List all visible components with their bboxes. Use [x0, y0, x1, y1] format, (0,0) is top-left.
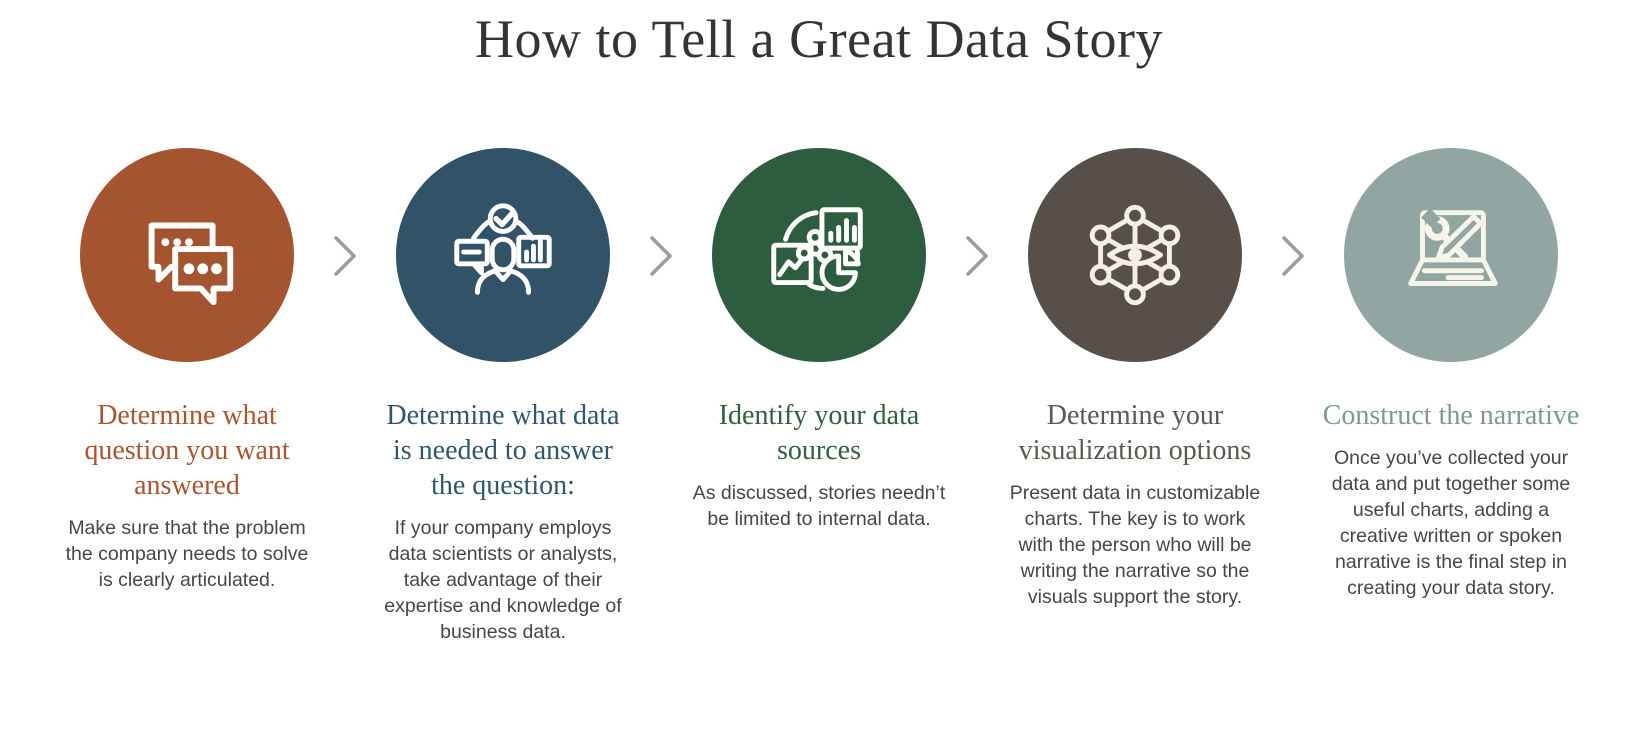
chevron-right-icon: [1264, 234, 1322, 278]
step-circle: [712, 147, 926, 362]
page-title: How to Tell a Great Data Story: [474, 9, 1164, 69]
steps-row: Determine what question you want answere…: [0, 147, 1638, 646]
analyst-choices-icon: [454, 202, 552, 295]
chat-bubbles-icon: [148, 222, 234, 305]
step-heading: Determine your visualization options: [1018, 399, 1252, 466]
step-description: Present data in customizable charts. The…: [1009, 481, 1261, 609]
chevron-right-icon: [316, 234, 374, 278]
step-description: Once you’ve collected your data and put …: [1331, 446, 1571, 600]
step-identify-sources: Identify your data sources As discussed,…: [690, 147, 948, 532]
chevron-right-icon: [632, 234, 690, 278]
step-construct-narrative: Construct the narrative Once you’ve coll…: [1322, 147, 1580, 602]
step-circle: [1028, 147, 1242, 362]
step-determine-question: Determine what question you want answere…: [58, 147, 316, 593]
step-heading: Identify your data sources: [718, 399, 920, 466]
network-eye-icon: [1089, 204, 1181, 305]
data-sources-icon: [771, 206, 863, 292]
laptop-tools-icon: [1408, 207, 1498, 286]
step-circle: [1344, 147, 1558, 362]
step-heading: Construct the narrative: [1322, 399, 1580, 431]
step-heading: Determine what question you want answere…: [84, 399, 290, 501]
step-description: If your company employs data scientists …: [384, 516, 622, 644]
step-description: As discussed, stories needn’t be limited…: [692, 481, 946, 530]
step-description: Make sure that the problem the company n…: [65, 516, 309, 591]
chevron-right-icon: [948, 234, 1006, 278]
step-circle: [396, 147, 610, 362]
step-circle: [80, 147, 294, 362]
step-heading: Determine what data is needed to answer …: [386, 399, 620, 501]
step-visualization-options: Determine your visualization options Pre…: [1006, 147, 1264, 611]
step-determine-data: Determine what data is needed to answer …: [374, 147, 632, 646]
